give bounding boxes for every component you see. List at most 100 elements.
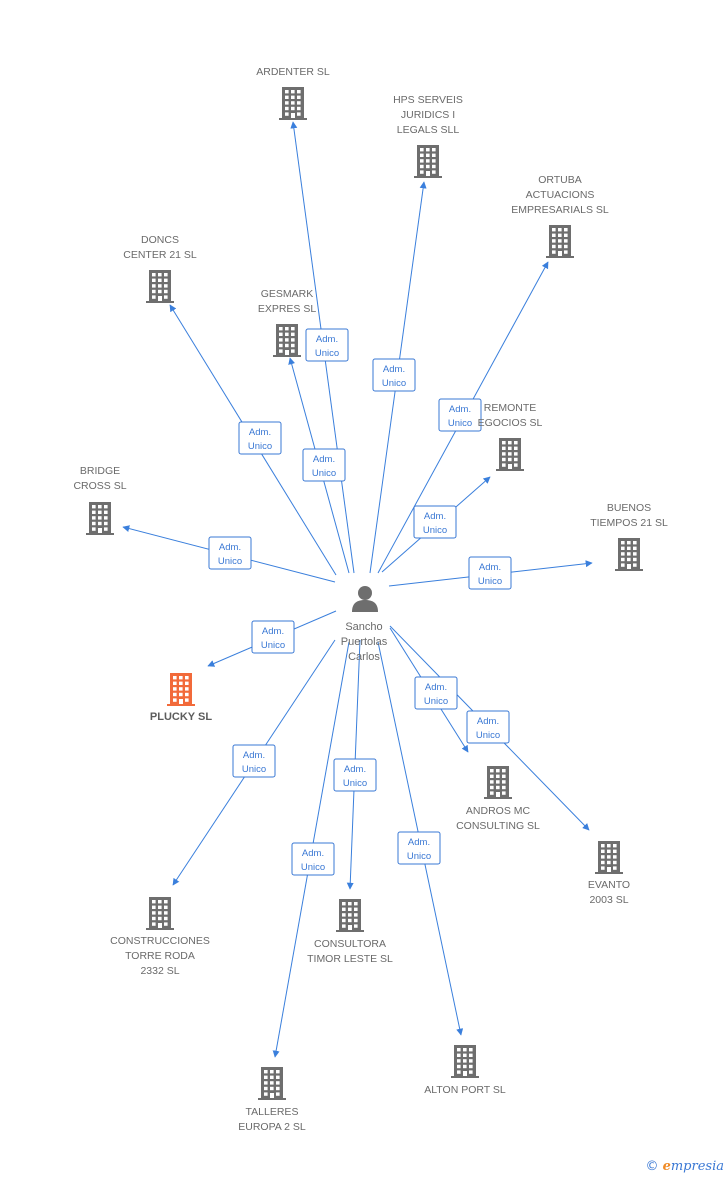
building-icon: [615, 538, 643, 571]
brand-footer: © empresia: [645, 1159, 724, 1174]
role-text-line-2: Unico: [423, 525, 447, 536]
role-text-line-1: Adm.: [249, 427, 271, 438]
company-label-line-1: BRIDGE: [80, 465, 120, 477]
company-label-line-1: TALLERES: [246, 1106, 299, 1118]
role-text-line-2: Unico: [261, 640, 285, 651]
role-text-line-2: Unico: [448, 418, 472, 429]
roles-layer: Adm.UnicoAdm.UnicoAdm.UnicoAdm.UnicoAdm.…: [208, 328, 512, 876]
role-badge-evanto[interactable]: Adm.Unico: [466, 710, 510, 744]
company-label-line-1: EVANTO: [588, 879, 630, 891]
company-label-line-1: ARDENTER SL: [256, 66, 330, 78]
company-label-line-2: EGOCIOS SL: [478, 417, 543, 429]
building-icon: [86, 502, 114, 535]
company-node-construcciones[interactable]: CONSTRUCCIONES TORRE RODA 2332 SL: [110, 897, 210, 977]
building-icon: [546, 225, 574, 258]
copyright-symbol: ©: [645, 1159, 659, 1174]
company-label-line-2: TORRE RODA: [125, 950, 195, 962]
role-text-line-1: Adm.: [408, 837, 430, 848]
person-node[interactable]: Sancho Puertolas Carlos: [341, 586, 388, 663]
building-icon: [595, 841, 623, 874]
company-label-line-2: TIEMPOS 21 SL: [590, 517, 668, 529]
company-node-buenos[interactable]: BUENOS TIEMPOS 21 SL: [590, 502, 668, 571]
company-label-line-1: DONCS: [141, 234, 179, 246]
person-name-line-1: Sancho: [345, 621, 382, 633]
company-label-line-1: CONSULTORA: [314, 938, 386, 950]
role-badge-consultora[interactable]: Adm. Unico: [333, 758, 377, 792]
company-label-line-1: REMONTE: [484, 402, 537, 414]
role-badge-remonte[interactable]: Adm. Unico: [413, 505, 457, 539]
role-text-line-2: Unico: [242, 764, 266, 775]
company-label-line-1: CONSTRUCCIONES: [110, 935, 210, 947]
role-text-line-2: Unico: [478, 576, 502, 587]
role-badge-hps[interactable]: Adm. Unico: [372, 358, 416, 392]
person-name-line-3: Carlos: [348, 651, 380, 663]
role-text-line-2: Unico: [301, 862, 325, 873]
role-badge-bridge[interactable]: Adm. Unico: [208, 536, 252, 570]
role-badge-alton[interactable]: Adm. Unico: [397, 831, 441, 865]
building-icon: [451, 1045, 479, 1078]
role-text-line-2: Unico: [407, 851, 431, 862]
role-text-line-1: Adm.: [479, 562, 501, 573]
company-node-andros[interactable]: ANDROS MC CONSULTING SL: [456, 766, 540, 832]
company-label-line-2: TIMOR LESTE SL: [307, 953, 393, 965]
building-icon: [414, 145, 442, 178]
role-text-line-2: Unico: [315, 348, 339, 359]
company-label-line-3: LEGALS SLL: [397, 124, 460, 136]
role-badge-plucky[interactable]: Adm. Unico: [251, 620, 295, 654]
role-text-line-1: Adm.: [383, 364, 405, 375]
building-icon: [273, 324, 301, 357]
company-node-plucky[interactable]: PLUCKY SL: [150, 673, 212, 723]
company-label-line-2: CONSULTING SL: [456, 820, 540, 832]
company-node-consultora[interactable]: CONSULTORA TIMOR LESTE SL: [307, 899, 393, 965]
company-label-line-1: HPS SERVEIS: [393, 94, 463, 106]
role-text-line-2: Unico: [312, 468, 336, 479]
building-icon: [279, 87, 307, 120]
company-label-line-2: EXPRES SL: [258, 303, 317, 315]
role-badge-construcciones[interactable]: Adm.Unico: [232, 744, 276, 778]
company-node-remonte[interactable]: REMONTE EGOCIOS SL: [478, 402, 543, 471]
role-badge-gesmark[interactable]: Adm.Unico: [302, 448, 346, 482]
role-text-line-2: Unico: [248, 441, 272, 452]
company-label-line-3: EMPRESARIALS SL: [511, 204, 609, 216]
role-badge-andros[interactable]: Adm.Unico: [414, 676, 458, 710]
company-label-line-1: BUENOS: [607, 502, 651, 514]
role-badge-ardenter[interactable]: Adm.Unico: [305, 328, 349, 362]
role-badge-buenos[interactable]: Adm. Unico: [468, 556, 512, 590]
company-node-alton[interactable]: ALTON PORT SL: [424, 1045, 506, 1096]
building-icon: [484, 766, 512, 799]
role-text-line-1: Adm.: [424, 511, 446, 522]
role-text-line-1: Adm.: [344, 764, 366, 775]
role-text-line-1: Adm.: [477, 716, 499, 727]
building-icon: [146, 270, 174, 303]
building-icon: [496, 438, 524, 471]
building-icon: [146, 897, 174, 930]
brand-logo-letter: e: [662, 1159, 671, 1174]
role-text-line-2: Unico: [382, 378, 406, 389]
company-label-line-1: PLUCKY SL: [150, 711, 212, 723]
role-text-line-1: Adm.: [262, 626, 284, 637]
company-node-ardenter[interactable]: ARDENTER SL: [256, 66, 330, 120]
role-text-line-1: Adm.: [302, 848, 324, 859]
role-badge-doncs[interactable]: Adm. Unico: [238, 421, 282, 455]
company-label-line-3: 2332 SL: [140, 965, 179, 977]
company-label-line-1: ANDROS MC: [466, 805, 531, 817]
company-label-line-2: ACTUACIONS: [526, 189, 595, 201]
role-badge-talleres[interactable]: Adm. Unico: [291, 842, 335, 876]
role-text-line-1: Adm.: [219, 542, 241, 553]
role-badge-ortuba[interactable]: Adm. Unico: [438, 398, 482, 432]
role-text-line-2: Unico: [218, 556, 242, 567]
role-text-line-1: Adm.: [449, 404, 471, 415]
company-label-line-1: ALTON PORT SL: [424, 1084, 506, 1096]
role-text-line-2: Unico: [343, 778, 367, 789]
person-name-line-2: Puertolas: [341, 636, 388, 648]
person-icon: [352, 586, 378, 612]
